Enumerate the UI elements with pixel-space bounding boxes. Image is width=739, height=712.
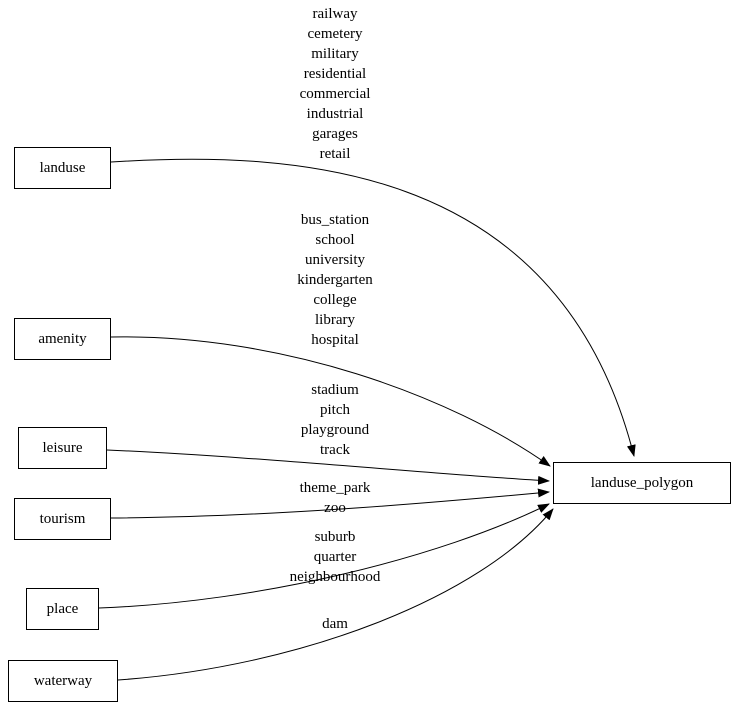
edge-landuse-to-landuse_polygon	[110, 158, 636, 457]
edge-label-amenity: bus_station school university kindergart…	[297, 212, 373, 348]
edge-amenity-to-landuse_polygon	[110, 336, 551, 467]
edge-label-tourism: theme_park zoo	[299, 480, 371, 516]
edge-place-to-landuse_polygon	[98, 503, 550, 609]
edge-label-waterway: dam	[322, 616, 348, 632]
node-landuse_polygon: landuse_polygon	[553, 462, 731, 504]
edge-label-leisure: stadium pitch playground track	[300, 382, 370, 458]
edge-leisure-to-landuse_polygon	[106, 449, 550, 485]
node-leisure: leisure	[18, 427, 107, 469]
node-landuse: landuse	[14, 147, 111, 189]
edge-tourism-to-landuse_polygon	[110, 488, 550, 519]
node-tourism: tourism	[14, 498, 111, 540]
edge-label-landuse: railway cemetery military residential co…	[299, 6, 371, 162]
edge-waterway-to-landuse_polygon	[117, 508, 554, 681]
node-place: place	[26, 588, 99, 630]
edge-label-place: suburb quarter neighbourhood	[289, 529, 381, 585]
node-amenity: amenity	[14, 318, 111, 360]
node-waterway: waterway	[8, 660, 118, 702]
